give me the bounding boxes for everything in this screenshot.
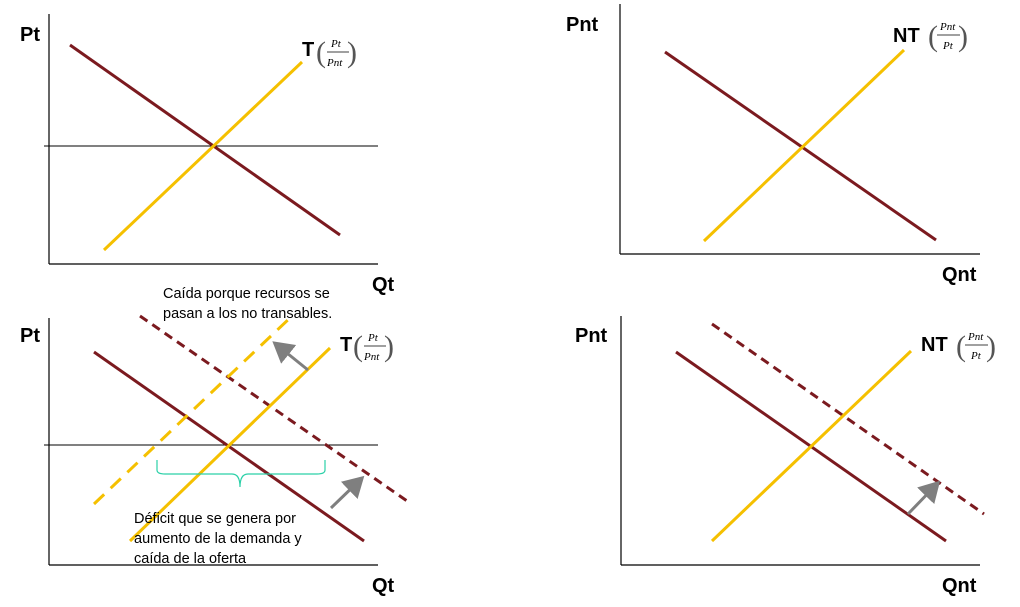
price-ratio-fraction: ( Pt Pnt ) [353,330,394,363]
y-axis-label: Pnt [566,14,599,36]
svg-text:(: ( [316,36,326,69]
svg-text:Pt: Pt [942,40,954,52]
y-axis-label: Pnt [575,325,608,347]
svg-text:(: ( [928,20,938,53]
x-axis-label: Qt [372,274,395,296]
supply-curve [128,346,332,543]
demand-curve [69,43,341,237]
panel-top-right: Pnt Qnt NT ( Pnt Pt ) [566,4,980,286]
supply-curve [102,60,304,252]
panel-top-left: Pt Qt T ( Pt Pnt ) [20,14,395,296]
svg-text:): ) [986,330,996,363]
supply-curve-label: T [340,334,352,356]
svg-text:Pnt: Pnt [363,351,380,363]
svg-text:Pnt: Pnt [939,21,956,33]
supply-curve-label: T [302,39,314,61]
shifted-demand-curve [139,314,411,505]
svg-text:Pt: Pt [970,350,982,362]
y-axis-label: Pt [20,24,40,46]
svg-text:Pt: Pt [330,38,342,50]
panel-bottom-right: Pnt Qnt NT ( Pnt Pt ) [575,316,996,597]
y-axis-label: Pt [20,325,40,347]
svg-text:Pnt: Pnt [326,57,343,69]
svg-text:(: ( [353,330,363,363]
svg-text:Pt: Pt [367,332,379,344]
x-axis-label: Qt [372,575,395,597]
shifted-supply-curve [92,314,294,506]
price-ratio-fraction: ( Pnt Pt ) [956,330,996,363]
x-axis-label: Qnt [942,575,977,597]
svg-text:): ) [347,36,357,69]
supply-curve-label: NT [893,25,920,47]
demand-curve [664,50,937,242]
supply-fall-note: Caída porque recursos se pasan a los no … [163,286,334,322]
demand-shift-arrow [329,475,365,510]
supply-curve [702,48,906,243]
svg-text:Pnt: Pnt [967,331,984,343]
svg-text:): ) [384,330,394,363]
x-axis-label: Qnt [942,264,977,286]
demand-shift-arrow [906,480,941,516]
price-ratio-fraction: ( Pt Pnt ) [316,36,357,69]
svg-text:): ) [958,20,968,53]
supply-shift-arrow [272,341,309,372]
deficit-brace [156,460,326,488]
deficit-note: Déficit que se genera por aumento de la … [134,511,306,567]
panel-bottom-left: Pt Qt T ( Pt Pnt ) Caída porque recursos… [20,286,411,597]
supply-curve [710,349,913,543]
svg-text:(: ( [956,330,966,363]
price-ratio-fraction: ( Pnt Pt ) [928,20,968,53]
supply-curve-label: NT [921,334,948,356]
